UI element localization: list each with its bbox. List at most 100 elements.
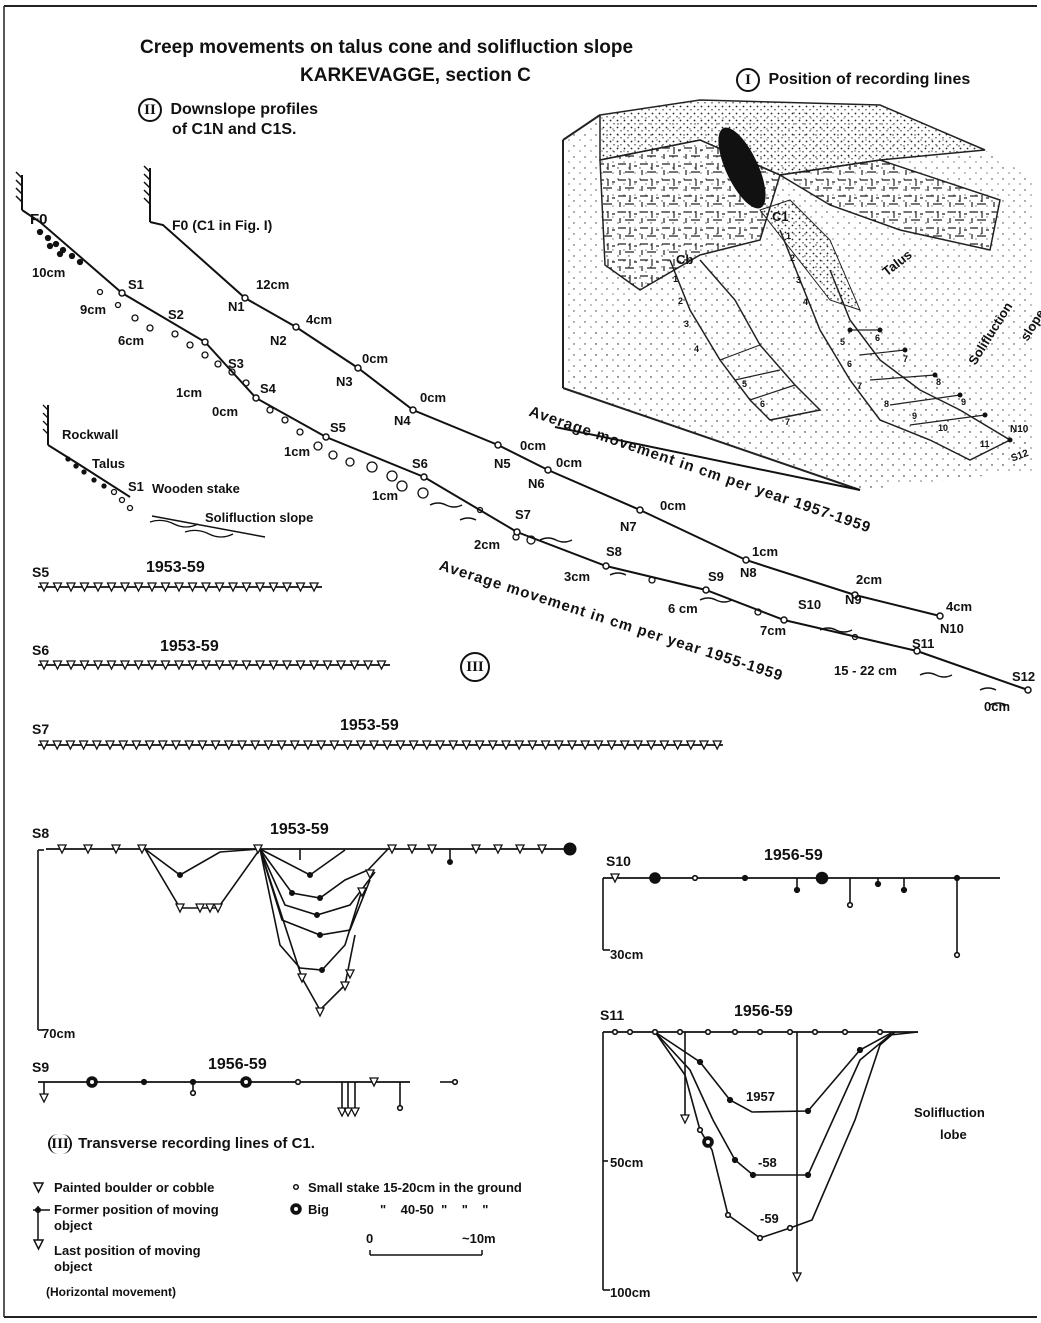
boulder-marker: [38, 740, 50, 751]
line-label-s7: S7: [32, 721, 50, 737]
s-point-label: S11: [912, 636, 935, 651]
n-point-movement: 0cm: [520, 438, 547, 453]
boulder-marker: [173, 582, 185, 593]
boulder-marker: [659, 740, 670, 751]
s-point-label: S6: [412, 456, 428, 471]
s-point-extra: 0cm: [984, 699, 1011, 714]
right-line-number: 2: [790, 253, 796, 263]
figure-title-line1: Creep movements on talus cone and solifl…: [140, 37, 634, 58]
legend-note: (Horizontal movement): [46, 1285, 177, 1299]
n-point-label: N3: [336, 374, 353, 389]
boulder-marker: [434, 740, 446, 751]
boulder-marker: [79, 582, 90, 593]
boulder-marker: [214, 582, 225, 593]
boulder-marker: [566, 740, 578, 751]
boulder-marker: [92, 582, 104, 593]
boulder-marker: [173, 660, 185, 671]
inset-stake: Wooden stake: [152, 481, 240, 496]
s-point-movement: 6 cm: [668, 601, 698, 616]
boulder-marker: [236, 740, 248, 751]
boulder-marker: [118, 740, 129, 751]
s10-depth: 30cm: [610, 947, 644, 962]
line-label-s10: S10: [606, 853, 631, 869]
s8-depth: 70cm: [42, 1026, 76, 1041]
left-line-number: 4: [694, 344, 700, 354]
boulder-marker: [170, 740, 182, 751]
f0-left-label: F0: [30, 211, 48, 228]
panel-I-title: Position of recording lines: [768, 71, 971, 88]
n-point-movement: 0cm: [556, 455, 583, 470]
f0-right-label: F0 (C1 in Fig. I): [172, 217, 273, 233]
right-line-number: 4: [803, 297, 809, 307]
s-point-label: S2: [168, 307, 184, 322]
boulder-marker: [65, 582, 77, 593]
transverse-line-s11: [602, 1028, 919, 1291]
n-point-movement: 0cm: [362, 351, 389, 366]
boulder-marker: [553, 740, 564, 751]
boulder-marker: [38, 582, 50, 593]
n-point-label: N4: [394, 413, 411, 428]
s-point-movement: 6cm: [118, 333, 145, 348]
boulder-marker: [241, 660, 252, 671]
boulder-marker: [52, 660, 63, 671]
boulder-marker: [540, 740, 551, 751]
inset-solifluction: Solifluction slope: [205, 510, 314, 525]
boulder-marker: [144, 740, 155, 751]
boulder-marker: [133, 660, 144, 671]
boulder-marker: [448, 740, 459, 751]
legend-small-stake: Small stake 15-20cm in the ground: [308, 1180, 522, 1195]
panel-I-numeral: I: [736, 68, 760, 92]
s-point-movement: 0cm: [212, 404, 239, 419]
boulder-marker: [281, 660, 293, 671]
right-line-number: 8: [884, 399, 890, 409]
boulder-marker: [82, 844, 94, 855]
boulder-marker: [65, 740, 76, 751]
panel-III-title: Transverse recording lines of C1.: [78, 1135, 315, 1152]
boulder-marker: [527, 740, 538, 751]
boulder-marker: [474, 740, 485, 751]
boulder-marker: [606, 740, 617, 751]
s11-curve-59: -59: [760, 1211, 779, 1226]
boulder-marker: [133, 582, 144, 593]
boulder-marker: [106, 582, 117, 593]
boulder-marker: [580, 740, 591, 751]
line-period-s7: 1953-59: [340, 717, 399, 734]
s-point-label: S9: [708, 569, 724, 584]
boulder-marker: [78, 740, 89, 751]
s-point-movement: 1cm: [372, 488, 399, 503]
left-line-number: 5: [742, 379, 748, 389]
boulder-marker: [52, 582, 63, 593]
legend-former-line2: object: [54, 1218, 93, 1233]
left-line-number: 1: [673, 274, 679, 284]
s11-depth: 100cm: [610, 1285, 651, 1300]
boulder-marker: [119, 660, 131, 671]
boulder-marker: [685, 740, 696, 751]
legend-scale-end: ~10m: [462, 1231, 496, 1246]
s-point-label: S3: [228, 356, 244, 371]
boulder-marker: [536, 844, 548, 855]
line-label-s8: S8: [32, 825, 50, 841]
boulder-marker: [146, 660, 158, 671]
s11-depth-mid: 50cm: [610, 1155, 644, 1170]
boulder-marker: [65, 660, 77, 671]
boulder-marker: [200, 582, 212, 593]
block-diagram: [562, 99, 1035, 491]
right-cross-number: 8: [936, 377, 942, 387]
boulder-marker: [281, 582, 293, 593]
boulder-marker: [136, 844, 148, 855]
boulder-marker: [295, 582, 306, 593]
transverse-line-s7: [38, 740, 723, 751]
boulder-marker: [241, 582, 252, 593]
line-period-s11: 1956-59: [734, 1003, 793, 1020]
panel-III-numeral-marker: III: [460, 652, 490, 682]
n-point-movement: 4cm: [306, 312, 333, 327]
boulder-marker: [227, 582, 239, 593]
s11-lobe-line2: lobe: [940, 1127, 967, 1142]
panel-III-marker: III: [460, 652, 490, 682]
inset-rockwall: Rockwall: [62, 427, 119, 442]
s8-markers: [174, 842, 577, 1018]
boulder-marker: [160, 660, 171, 671]
line-period-s8: 1953-59: [270, 821, 329, 838]
panel-II-title-line1: Downslope profiles: [170, 101, 319, 118]
panel-I-header: I Position of recording lines: [736, 68, 970, 92]
